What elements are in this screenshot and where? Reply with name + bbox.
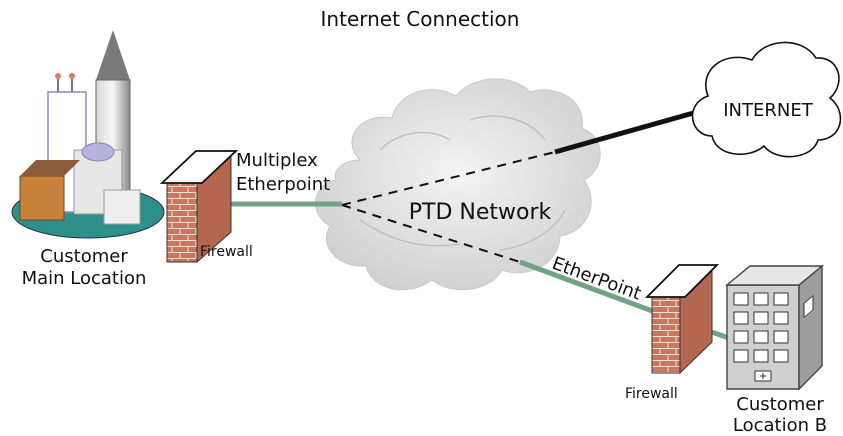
diagram-title: Internet Connection xyxy=(321,7,520,31)
dashed-link-to-internet xyxy=(341,151,556,206)
internet-link-line xyxy=(554,107,705,155)
location-b-label-line1: Customer xyxy=(736,394,824,415)
firewall-right xyxy=(644,264,720,375)
main-location-label-line2: Main Location xyxy=(22,268,147,289)
location-b-building xyxy=(725,264,824,391)
location-b-label-line2: Location B xyxy=(733,415,827,436)
main-link-label-line1: Multiplex xyxy=(236,150,318,171)
main-location-buildings xyxy=(11,30,165,239)
main-link-label-line2: Etherpoint xyxy=(236,174,330,195)
firewall-left-label: Firewall xyxy=(200,244,253,260)
ptd-network-cloud xyxy=(315,78,601,291)
main-location-label-line1: Customer xyxy=(40,246,128,267)
etherpoint-b-line xyxy=(519,259,656,315)
firewall-left xyxy=(159,149,239,264)
internet-cloud xyxy=(691,41,842,158)
ptd-network-label: PTD Network xyxy=(409,200,552,225)
internet-label: INTERNET xyxy=(723,100,813,121)
firewall-right-label: Firewall xyxy=(625,386,678,402)
